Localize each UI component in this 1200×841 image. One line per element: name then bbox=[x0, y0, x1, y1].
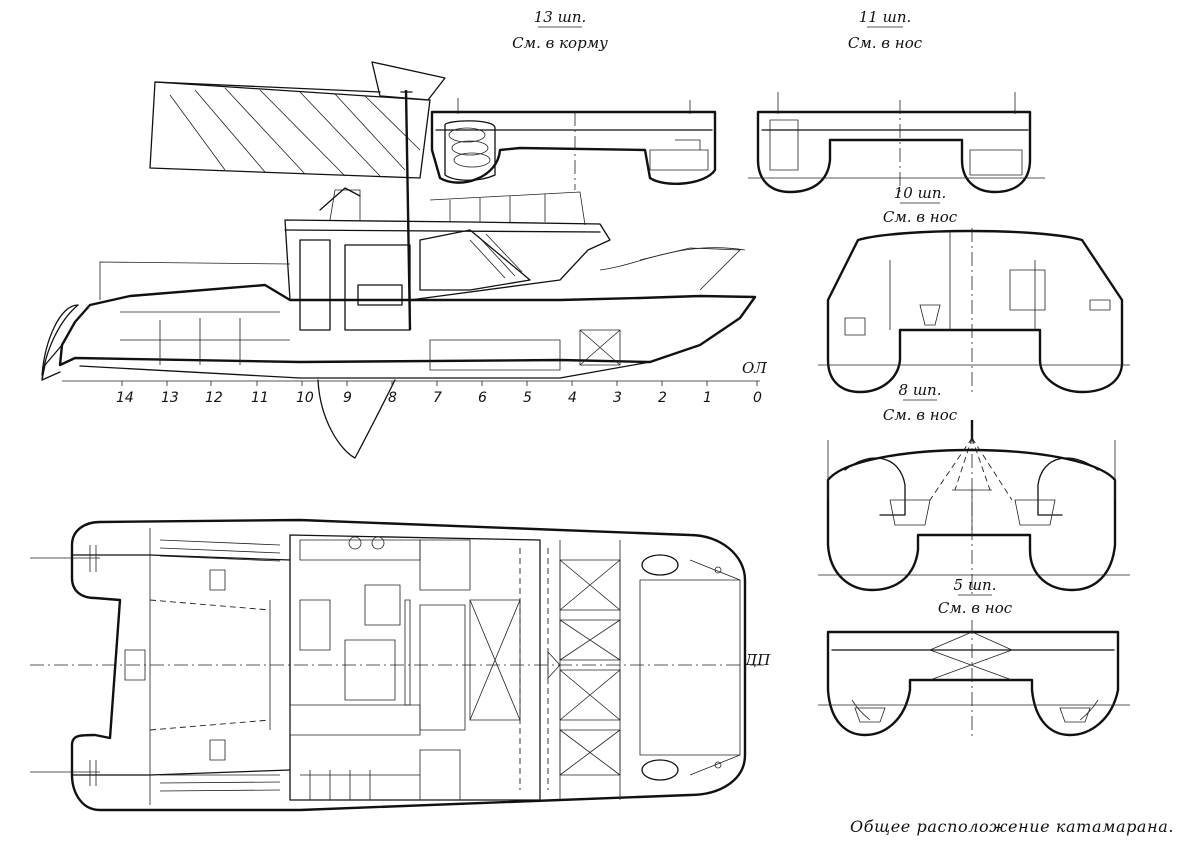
side-profile-view: ОЛ 14 13 12 11 10 9 8 7 6 bbox=[41, 61, 767, 459]
station-number: 14 bbox=[116, 390, 134, 406]
station-numbers: 14 13 12 11 10 9 8 7 6 5 4 3 2 1 0 bbox=[116, 390, 762, 406]
station-number: 8 bbox=[388, 390, 397, 406]
station-number: 5 bbox=[523, 390, 532, 406]
rudder bbox=[41, 304, 79, 381]
section-5: 5 шп. См. в нос bbox=[818, 576, 1130, 740]
section-5-direction: См. в нос bbox=[938, 599, 1013, 617]
station-number: 11 bbox=[251, 390, 269, 406]
station-ticks bbox=[121, 381, 758, 386]
station-number: 0 bbox=[753, 390, 762, 406]
section-10-direction: См. в нос bbox=[883, 208, 958, 226]
section-11-direction: См. в нос bbox=[848, 34, 923, 52]
mast bbox=[404, 89, 412, 331]
station-number: 10 bbox=[296, 390, 314, 406]
station-number: 7 bbox=[433, 390, 442, 406]
baseline-label: ОЛ bbox=[742, 359, 767, 377]
section-8-direction: См. в нос bbox=[883, 406, 958, 424]
section-13: 13 шп. См. в корму bbox=[430, 8, 717, 190]
station-number: 9 bbox=[343, 390, 352, 406]
centerboard bbox=[317, 379, 396, 459]
section-13-frame: 13 шп. bbox=[534, 8, 587, 26]
station-number: 1 bbox=[703, 390, 712, 406]
section-13-direction: См. в корму bbox=[512, 34, 608, 52]
station-number: 12 bbox=[205, 390, 223, 406]
station-number: 13 bbox=[161, 390, 179, 406]
cabin-superstructure bbox=[284, 187, 611, 331]
station-number: 2 bbox=[658, 390, 667, 406]
plan-view: ДП bbox=[30, 518, 771, 812]
section-10-frame: 10 шп. bbox=[894, 184, 947, 202]
section-8-frame: 8 шп. bbox=[899, 381, 942, 399]
drawing-caption: Общее расположение катамарана. bbox=[850, 817, 1174, 836]
section-10: 10 шп. См. в нос bbox=[818, 184, 1130, 395]
station-number: 3 bbox=[613, 390, 622, 406]
centerline-label: ДП bbox=[744, 651, 771, 669]
section-8: 8 шп. См. в нос bbox=[818, 381, 1130, 595]
section-11: 11 шп. См. в нос bbox=[748, 8, 1045, 195]
station-number: 6 bbox=[478, 390, 487, 406]
section-11-frame: 11 шп. bbox=[859, 8, 912, 26]
section-5-frame: 5 шп. bbox=[954, 576, 997, 594]
hull-profile bbox=[41, 247, 757, 381]
trampoline-net bbox=[639, 579, 741, 756]
station-number: 4 bbox=[568, 390, 577, 406]
deck-dinghy bbox=[149, 61, 446, 179]
